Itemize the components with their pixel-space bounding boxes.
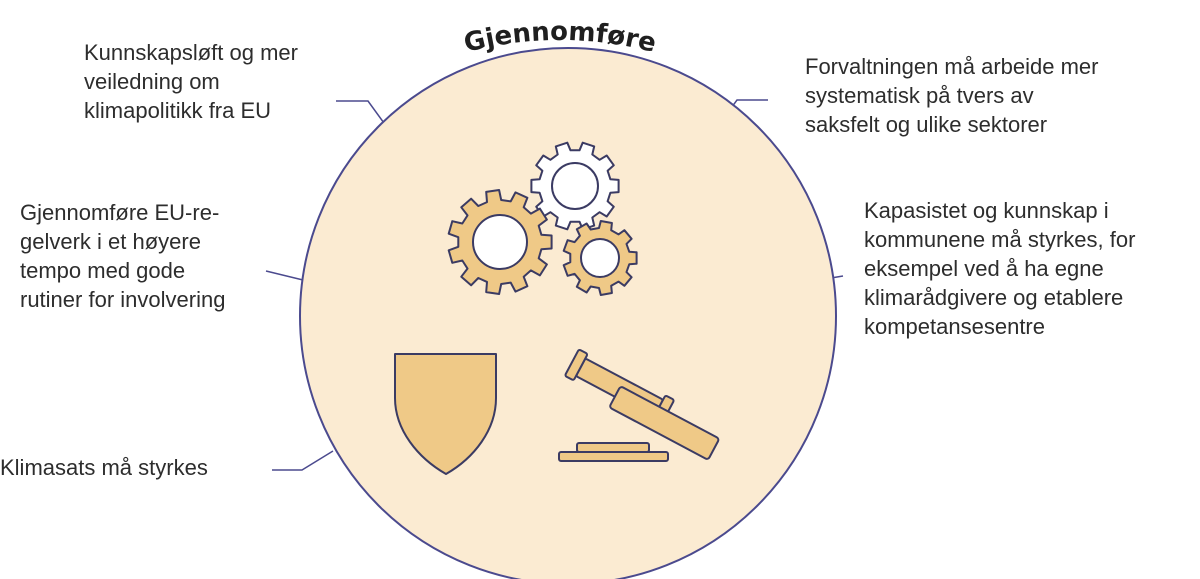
point-line: Klimasats må styrkes xyxy=(0,455,208,480)
point-line: veiledning om xyxy=(84,69,220,94)
point-top-left: Kunnskapsløft og mer veiledning om klimapo… xyxy=(84,38,298,125)
point-line: saksfelt og ulike sektorer xyxy=(805,112,1048,137)
point-line: klimapolitikk fra EU xyxy=(84,98,272,123)
connector-mid-left xyxy=(265,270,304,281)
gear-small-icon xyxy=(562,220,638,296)
connector-bottom-left xyxy=(272,450,334,471)
gavel-icon xyxy=(558,348,720,462)
shield-icon xyxy=(394,353,497,475)
point-bottom-left: Klimasats må styrkes xyxy=(0,453,208,482)
main-circle xyxy=(299,47,837,579)
point-mid-left: Gjennomføre EU-re-gelverk i et høyere tem… xyxy=(20,198,225,314)
point-line: eksempel ved å ha egne xyxy=(864,256,1104,281)
point-line: Forvaltningen må arbeide mer xyxy=(805,54,1099,79)
point-line: Kunnskapsløft og mer xyxy=(84,40,298,65)
point-line: kompetansesentre xyxy=(864,314,1045,339)
gear-white-icon xyxy=(530,141,620,231)
point-mid-right: Kapasistet og kunnskap i kommunene må sty… xyxy=(864,196,1135,341)
point-line: Gjennomføre EU-re- xyxy=(20,200,220,225)
point-top-right: Forvaltningen må arbeide mer systematisk … xyxy=(805,52,1098,139)
point-line: systematisk på tvers av xyxy=(805,83,1034,108)
point-line: klimarådgivere og etablere xyxy=(864,285,1124,310)
point-line: kommunene må styrkes, for xyxy=(864,227,1136,252)
gears-icon xyxy=(447,141,638,296)
point-line: gelverk i et høyere xyxy=(20,229,201,254)
connector-top-left xyxy=(336,100,390,131)
point-line: Kapasistet og kunnskap i xyxy=(864,198,1109,223)
point-line: rutiner for involvering xyxy=(20,287,226,312)
point-line: tempo med gode xyxy=(20,258,186,283)
gear-large-icon xyxy=(447,189,553,295)
